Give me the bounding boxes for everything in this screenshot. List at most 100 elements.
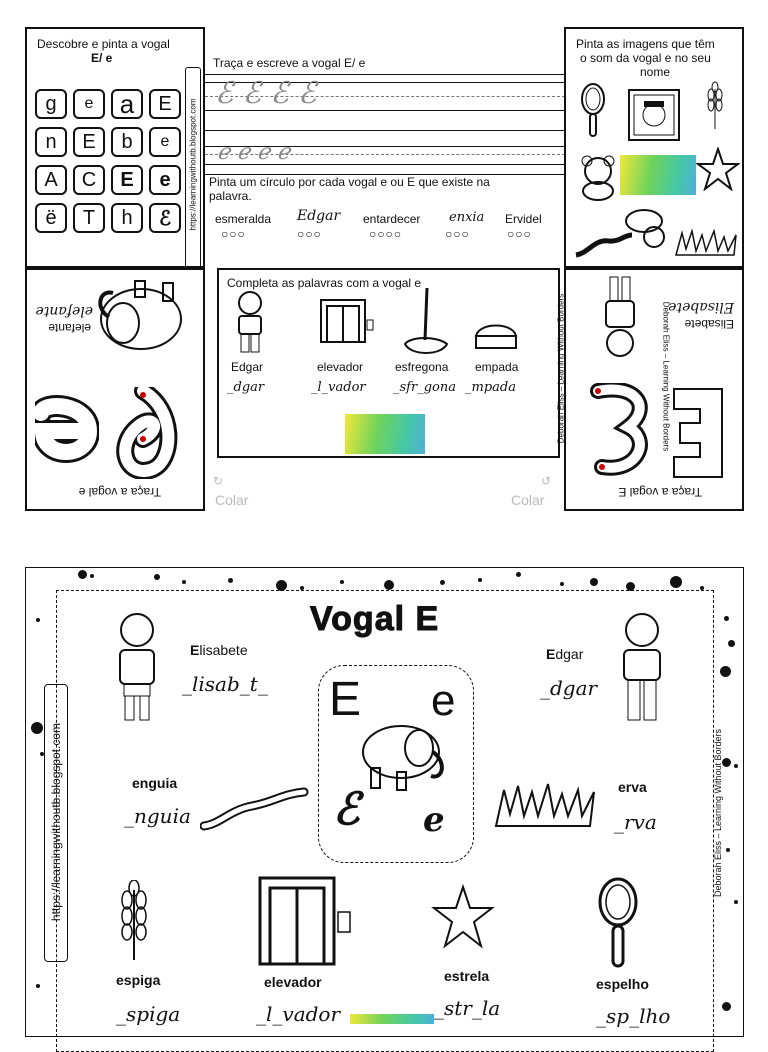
word-blank[interactable]: _dgar bbox=[227, 380, 265, 395]
instruction-text: Pinta um círculo por cada vogal e ou E q… bbox=[209, 175, 490, 189]
letter-box[interactable]: e bbox=[149, 165, 181, 195]
word-label: empada bbox=[475, 360, 519, 374]
script-uppercase-e: ℰ bbox=[333, 784, 360, 835]
letter-box[interactable]: h bbox=[111, 203, 143, 233]
word-blank[interactable]: _l_vador bbox=[311, 380, 366, 395]
panel-title: Pinta as imagens que têm bbox=[576, 37, 715, 51]
word-label: erva bbox=[618, 779, 647, 795]
letter-box[interactable]: n bbox=[35, 127, 67, 157]
starfish-icon bbox=[431, 884, 495, 949]
letter-box[interactable]: ℰ bbox=[149, 203, 181, 233]
letter-box[interactable]: A bbox=[35, 165, 67, 195]
count-circles[interactable]: ○○○ bbox=[221, 227, 246, 241]
letter-box[interactable]: g bbox=[35, 89, 67, 119]
elevator-icon bbox=[258, 876, 351, 966]
elephant-icon bbox=[362, 725, 444, 791]
letter-box[interactable]: C bbox=[73, 165, 105, 195]
word-label: Elisabete bbox=[190, 642, 248, 658]
big-e-trace-icon bbox=[35, 395, 99, 463]
word-enxia: enxia bbox=[449, 210, 485, 225]
letter-box[interactable]: E bbox=[149, 89, 181, 119]
url-vertical-box: https://learningwithoutb.blogspot.com bbox=[185, 67, 201, 269]
poster-title: Vogal E bbox=[309, 600, 440, 639]
eel-icon[interactable] bbox=[574, 229, 634, 259]
boy-edgar-icon bbox=[238, 291, 262, 353]
panel-title: Completa as palavras com a vogal e bbox=[227, 276, 422, 290]
elevator-icon bbox=[320, 299, 374, 343]
grass-icon bbox=[494, 783, 595, 827]
glue-arrow-icon: ↺ bbox=[541, 474, 552, 488]
word-label: elevador bbox=[317, 360, 364, 374]
word-blank[interactable]: _sfr_gona bbox=[393, 380, 456, 395]
word-blank[interactable]: _dgar bbox=[540, 676, 598, 700]
colar-left-label: Colar bbox=[215, 492, 249, 508]
panel-footer: Traça a vogal E bbox=[618, 485, 702, 499]
word-edgar: Edgar bbox=[297, 208, 341, 224]
lemon-icon[interactable] bbox=[624, 205, 670, 249]
watermark-badge bbox=[350, 1014, 434, 1024]
word-label: esfregona bbox=[395, 360, 449, 374]
letter-box[interactable]: a bbox=[111, 89, 143, 119]
letter-box[interactable]: e bbox=[149, 127, 181, 157]
word-blank[interactable]: _mpada bbox=[465, 380, 516, 395]
word-blank[interactable]: _sp_lho bbox=[596, 1004, 671, 1028]
count-circles[interactable]: ○○○ bbox=[507, 227, 532, 241]
wheat-icon[interactable] bbox=[702, 81, 728, 131]
boy-edgar-icon bbox=[623, 613, 661, 721]
mirror-icon bbox=[598, 877, 638, 968]
author-credit: Deborah Eliss – Learning Without Borders bbox=[713, 728, 723, 898]
word-label: Edgar bbox=[546, 646, 584, 662]
complete-words-frame bbox=[217, 268, 560, 458]
panel-title: Traça e escreve a vogal E/ e bbox=[213, 56, 366, 70]
block-e-trace-icon bbox=[673, 388, 723, 478]
word-blank[interactable]: _spiga bbox=[116, 1002, 181, 1026]
word-label: estrela bbox=[444, 968, 490, 984]
grass-icon[interactable] bbox=[674, 229, 740, 257]
word-label: enguia bbox=[132, 775, 178, 791]
trace-e-panel: Traça a vogal e elefante elefante bbox=[25, 268, 205, 511]
word-label: Elisabete bbox=[684, 317, 734, 331]
letter-box[interactable]: e bbox=[73, 89, 105, 119]
mirror-icon[interactable] bbox=[578, 81, 608, 141]
word-blank[interactable]: _str_la bbox=[434, 996, 501, 1020]
panel-footer: Traça a vogal e bbox=[78, 485, 161, 499]
elephant-icon bbox=[98, 280, 182, 350]
script-lowercase-e: e bbox=[423, 800, 445, 840]
letter-box[interactable]: E bbox=[73, 127, 105, 157]
mop-icon bbox=[403, 287, 449, 354]
eel-icon bbox=[200, 787, 309, 831]
glue-arrow-icon: ↻ bbox=[213, 474, 224, 488]
snowman-picture-icon[interactable] bbox=[628, 89, 680, 141]
blog-url: https://learningwithoutb.blogspot.com bbox=[188, 98, 198, 231]
count-circles[interactable]: ○○○ bbox=[297, 227, 322, 241]
count-circles[interactable]: ○○○○ bbox=[369, 227, 402, 241]
letter-box[interactable]: ë bbox=[35, 203, 67, 233]
script-capital-e-icon bbox=[590, 383, 648, 476]
pie-icon bbox=[474, 324, 518, 349]
watermark-badge bbox=[345, 414, 425, 454]
letter-box[interactable]: T bbox=[73, 203, 105, 233]
word-label: espelho bbox=[596, 976, 649, 992]
bear-icon[interactable] bbox=[576, 153, 620, 201]
starfish-icon[interactable] bbox=[696, 147, 740, 191]
word-script: Elisabete bbox=[668, 299, 734, 315]
word-blank[interactable]: _l_vador bbox=[256, 1002, 341, 1026]
girl-elisabete-icon bbox=[605, 276, 635, 357]
author-credit: Deborah Eliss – Learning Without Borders bbox=[661, 301, 671, 452]
find-vowel-panel: Descobre e pinta a vogal E/ e g e a E n … bbox=[25, 27, 205, 269]
panel-title: nome bbox=[640, 65, 671, 79]
word-script: elefante bbox=[35, 303, 93, 319]
word-blank[interactable]: _nguia bbox=[124, 804, 191, 828]
word-blank[interactable]: _lisab_t_ bbox=[182, 672, 268, 696]
url-vertical-box: https://learningwithoutb.blogspot.com bbox=[44, 684, 68, 962]
count-circles[interactable]: ○○○ bbox=[445, 227, 470, 241]
word-label: elefante bbox=[48, 321, 91, 335]
word-esmeralda: esmeralda bbox=[215, 212, 272, 226]
poster-title-text: Vogal E bbox=[309, 600, 440, 639]
girl-elisabete-icon bbox=[119, 613, 155, 721]
letter-box[interactable]: E bbox=[111, 165, 143, 195]
word-blank[interactable]: _rva bbox=[614, 810, 657, 834]
letter-box[interactable]: b bbox=[111, 127, 143, 157]
panel-title: o som da vogal e no seu bbox=[580, 51, 711, 65]
instruction-text: palavra. bbox=[209, 189, 252, 203]
